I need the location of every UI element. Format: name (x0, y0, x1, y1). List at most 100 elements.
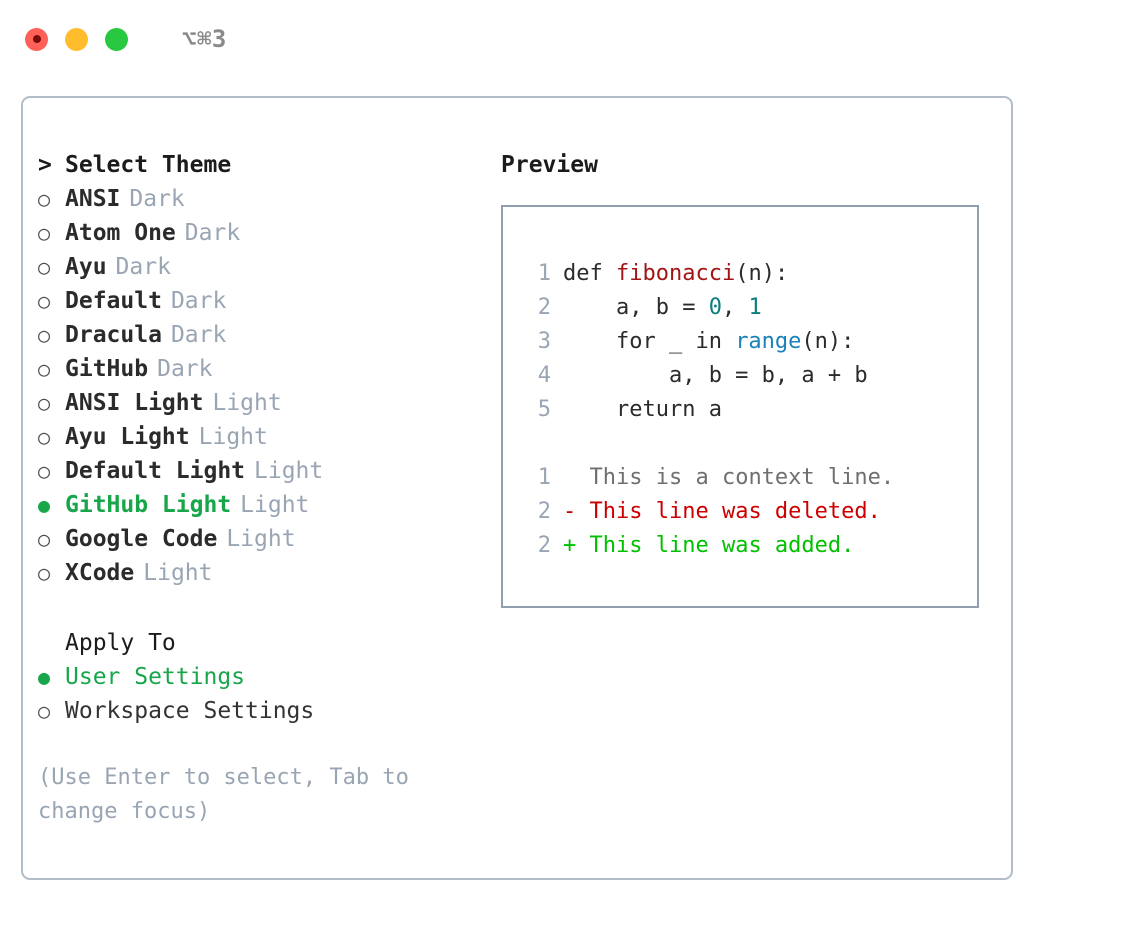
code-token-plain: a, b = (563, 295, 709, 320)
theme-variant-tag: Dark (129, 186, 185, 212)
diff-spacer (576, 529, 589, 563)
theme-variant-tag: Light (143, 560, 213, 586)
close-button[interactable] (25, 27, 48, 51)
diff-marker (563, 461, 576, 495)
diff-line-text: This line was added. (589, 533, 855, 558)
diff-line-del: 2- This line was deleted. (521, 495, 977, 529)
radio-unselected-icon: ○ (38, 391, 51, 415)
radio-unselected-icon: ○ (38, 527, 51, 551)
apply-to-section: Apply To ● User Settings ○ Workspace Settin… (38, 626, 488, 728)
diff-marker: - (563, 499, 577, 524)
line-number: 2 (537, 499, 551, 524)
select-theme-heading: > Select Theme (38, 148, 488, 182)
theme-variant-tag: Light (212, 390, 282, 416)
theme-option-label: XCode (65, 560, 135, 586)
code-token-plain: return a (563, 397, 722, 422)
theme-variant-tag: Light (254, 458, 324, 484)
apply-to-option-label: User Settings (65, 664, 246, 690)
caret-icon: > (38, 152, 52, 178)
code-token-plain: def (563, 261, 616, 286)
code-token-num: 1 (748, 295, 762, 320)
theme-option-label: Ayu (65, 254, 107, 280)
code-line: 2 a, b = 0, 1 (521, 291, 977, 325)
line-number: 2 (537, 533, 551, 558)
code-token-plain: , (721, 295, 749, 320)
keyboard-shortcut-label: ⌥⌘3 (182, 25, 227, 53)
theme-option-label: Ayu Light (65, 424, 190, 450)
code-line: 4 a, b = b, a + b (521, 359, 977, 393)
radio-unselected-icon: ○ (38, 289, 51, 313)
apply-to-list: ● User Settings ○ Workspace Settings (38, 660, 488, 728)
radio-unselected-icon: ○ (38, 699, 51, 723)
maximize-button[interactable] (105, 27, 128, 51)
code-token-plain: (n): (801, 329, 855, 354)
theme-variant-tag: Dark (170, 288, 227, 314)
diff-line-text: This is a context line. (589, 465, 895, 490)
code-line: 1 def fibonacci(n): (521, 257, 977, 291)
apply-to-option-user-settings[interactable]: ● User Settings (38, 660, 488, 694)
theme-option-label: Google Code (65, 526, 218, 552)
theme-option-label: Dracula (65, 322, 162, 348)
theme-variant-tag: Dark (157, 356, 213, 382)
theme-option-label: ANSI Light (65, 390, 204, 416)
line-number: 5 (537, 397, 551, 422)
theme-variant-tag: Dark (115, 254, 171, 280)
theme-variant-tag: Light (198, 424, 268, 450)
line-number: 1 (537, 465, 551, 490)
diff-line-ctx: 1 This is a context line. (521, 461, 977, 495)
radio-unselected-icon: ○ (38, 323, 51, 347)
diff-spacer (576, 461, 589, 495)
diff-line-add: 2 + This line was added. (521, 529, 977, 563)
theme-option-label: Default (65, 288, 162, 314)
line-number: 1 (537, 261, 551, 286)
keyboard-hint-text: (Use Enter to select, Tab to change focu… (38, 765, 409, 824)
theme-option-label: Atom One (65, 220, 176, 246)
theme-option-default-light[interactable]: ○ Default Light Light (38, 454, 488, 488)
theme-variant-tag: Light (240, 492, 310, 518)
code-token-plain: a, b = b, a + b (563, 363, 868, 388)
theme-option-google-code[interactable]: ○ Google Code Light (38, 522, 488, 556)
theme-option-xcode[interactable]: ○ XCode Light (38, 556, 488, 590)
window-controls (25, 27, 128, 51)
theme-option-ayu-light[interactable]: ○ Ayu Light Light (38, 420, 488, 454)
spacer (521, 427, 977, 461)
diff-sample: 1 This is a context line.2- This line wa… (521, 461, 977, 563)
radio-unselected-icon: ○ (38, 425, 51, 449)
diff-marker: + (563, 533, 577, 558)
radio-unselected-icon: ○ (38, 459, 51, 483)
theme-variant-tag: Dark (184, 220, 241, 246)
apply-to-option-label: Workspace Settings (65, 698, 315, 724)
line-number: 2 (537, 295, 551, 320)
apply-to-option-workspace-settings[interactable]: ○ Workspace Settings (38, 694, 488, 728)
title-bar: ⌥⌘3 (0, 0, 1140, 78)
theme-option-label: Default Light (65, 458, 246, 484)
radio-unselected-icon: ○ (38, 357, 51, 381)
theme-option-ayu[interactable]: ○ Ayu Dark (38, 250, 488, 284)
theme-option-default[interactable]: ○ Default Dark (38, 284, 488, 318)
radio-selected-icon: ● (38, 493, 51, 517)
radio-unselected-icon: ○ (38, 561, 51, 585)
theme-option-github-light[interactable]: ● GitHub Light Light (38, 488, 488, 522)
code-token-plain: (n): (735, 261, 789, 286)
line-number: 4 (537, 363, 551, 388)
apply-to-heading: Apply To (65, 630, 176, 656)
radio-unselected-icon: ○ (38, 255, 51, 279)
theme-variant-tag: Light (226, 526, 296, 552)
theme-option-ansi-light[interactable]: ○ ANSI Light Light (38, 386, 488, 420)
theme-option-label: GitHub Light (65, 492, 232, 518)
minimize-button[interactable] (65, 27, 88, 51)
theme-option-label: ANSI (65, 186, 121, 212)
diff-line-text: This line was deleted. (589, 499, 881, 524)
code-token-fn: fibonacci (615, 261, 736, 286)
preview-title: Preview (501, 152, 598, 178)
radio-selected-icon: ● (38, 665, 51, 689)
